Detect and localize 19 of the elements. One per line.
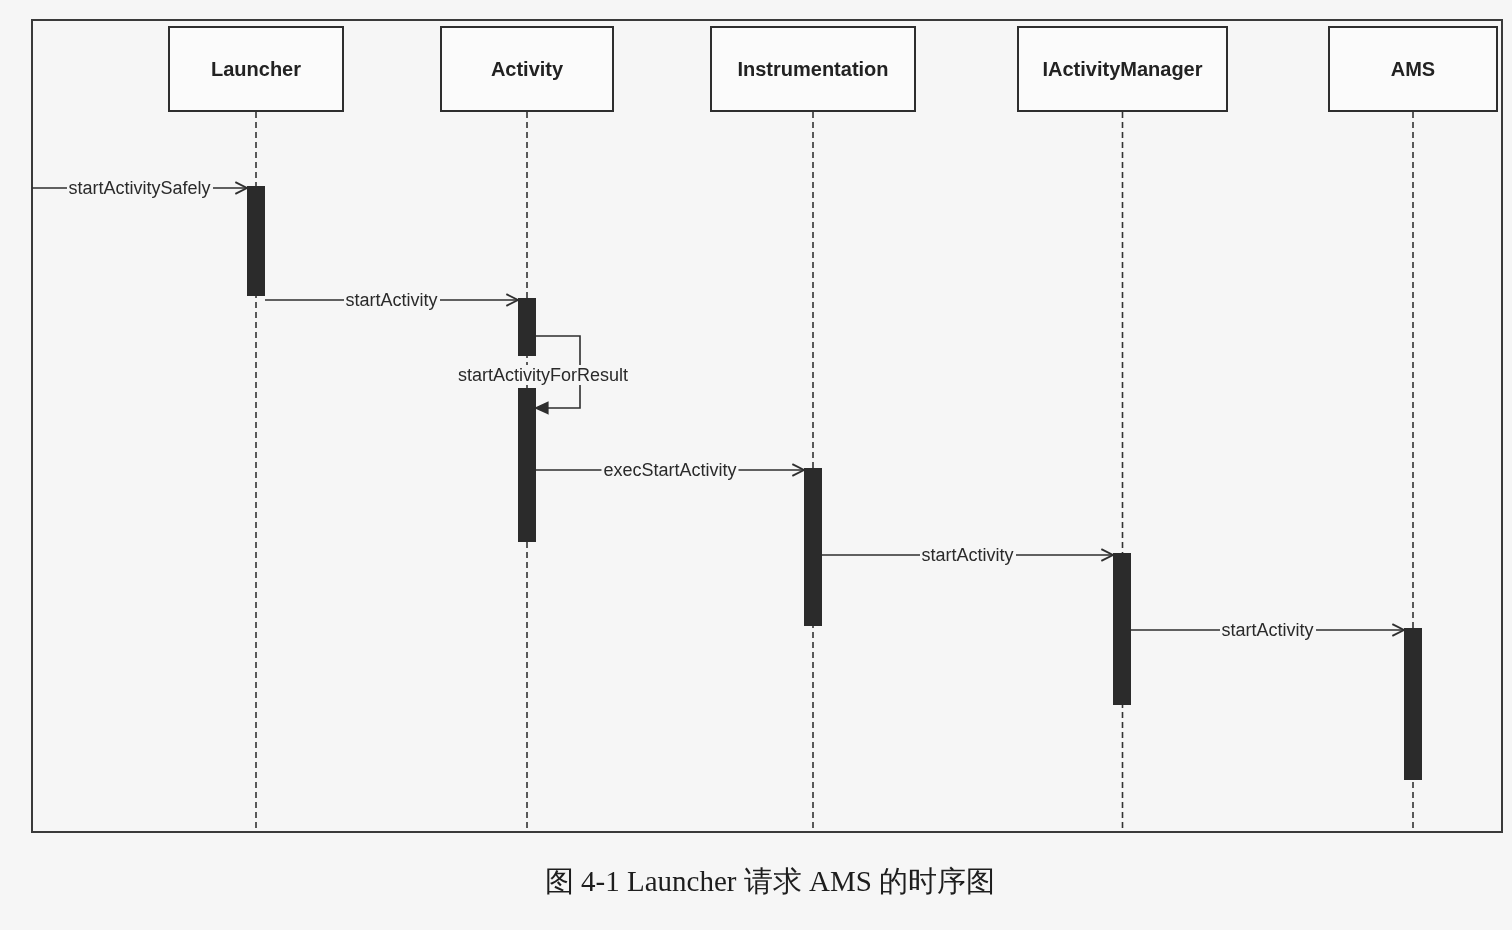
activation-bar — [1404, 628, 1422, 780]
participant-box: AMS — [1328, 26, 1498, 112]
activation-bar — [247, 186, 265, 296]
edge-label: execStartActivity — [601, 460, 739, 480]
edge-label: startActivitySafely — [66, 178, 213, 198]
edge-label: startActivity — [343, 290, 440, 310]
participant-box: Instrumentation — [710, 26, 916, 112]
message-arrow — [535, 335, 581, 415]
activation-bar — [518, 388, 536, 542]
edge-label: startActivityForResult — [456, 365, 630, 385]
activation-bar — [518, 298, 536, 356]
participant-box: IActivityManager — [1017, 26, 1228, 112]
participant-box: Activity — [440, 26, 614, 112]
participant-box: Launcher — [168, 26, 344, 112]
figure-caption: 图 4-1 Launcher 请求 AMS 的时序图 — [544, 864, 996, 899]
edge-label: startActivity — [1219, 620, 1316, 640]
edge-label: startActivity — [919, 545, 1016, 565]
activation-bar — [804, 468, 822, 626]
activation-bar — [1113, 553, 1131, 705]
